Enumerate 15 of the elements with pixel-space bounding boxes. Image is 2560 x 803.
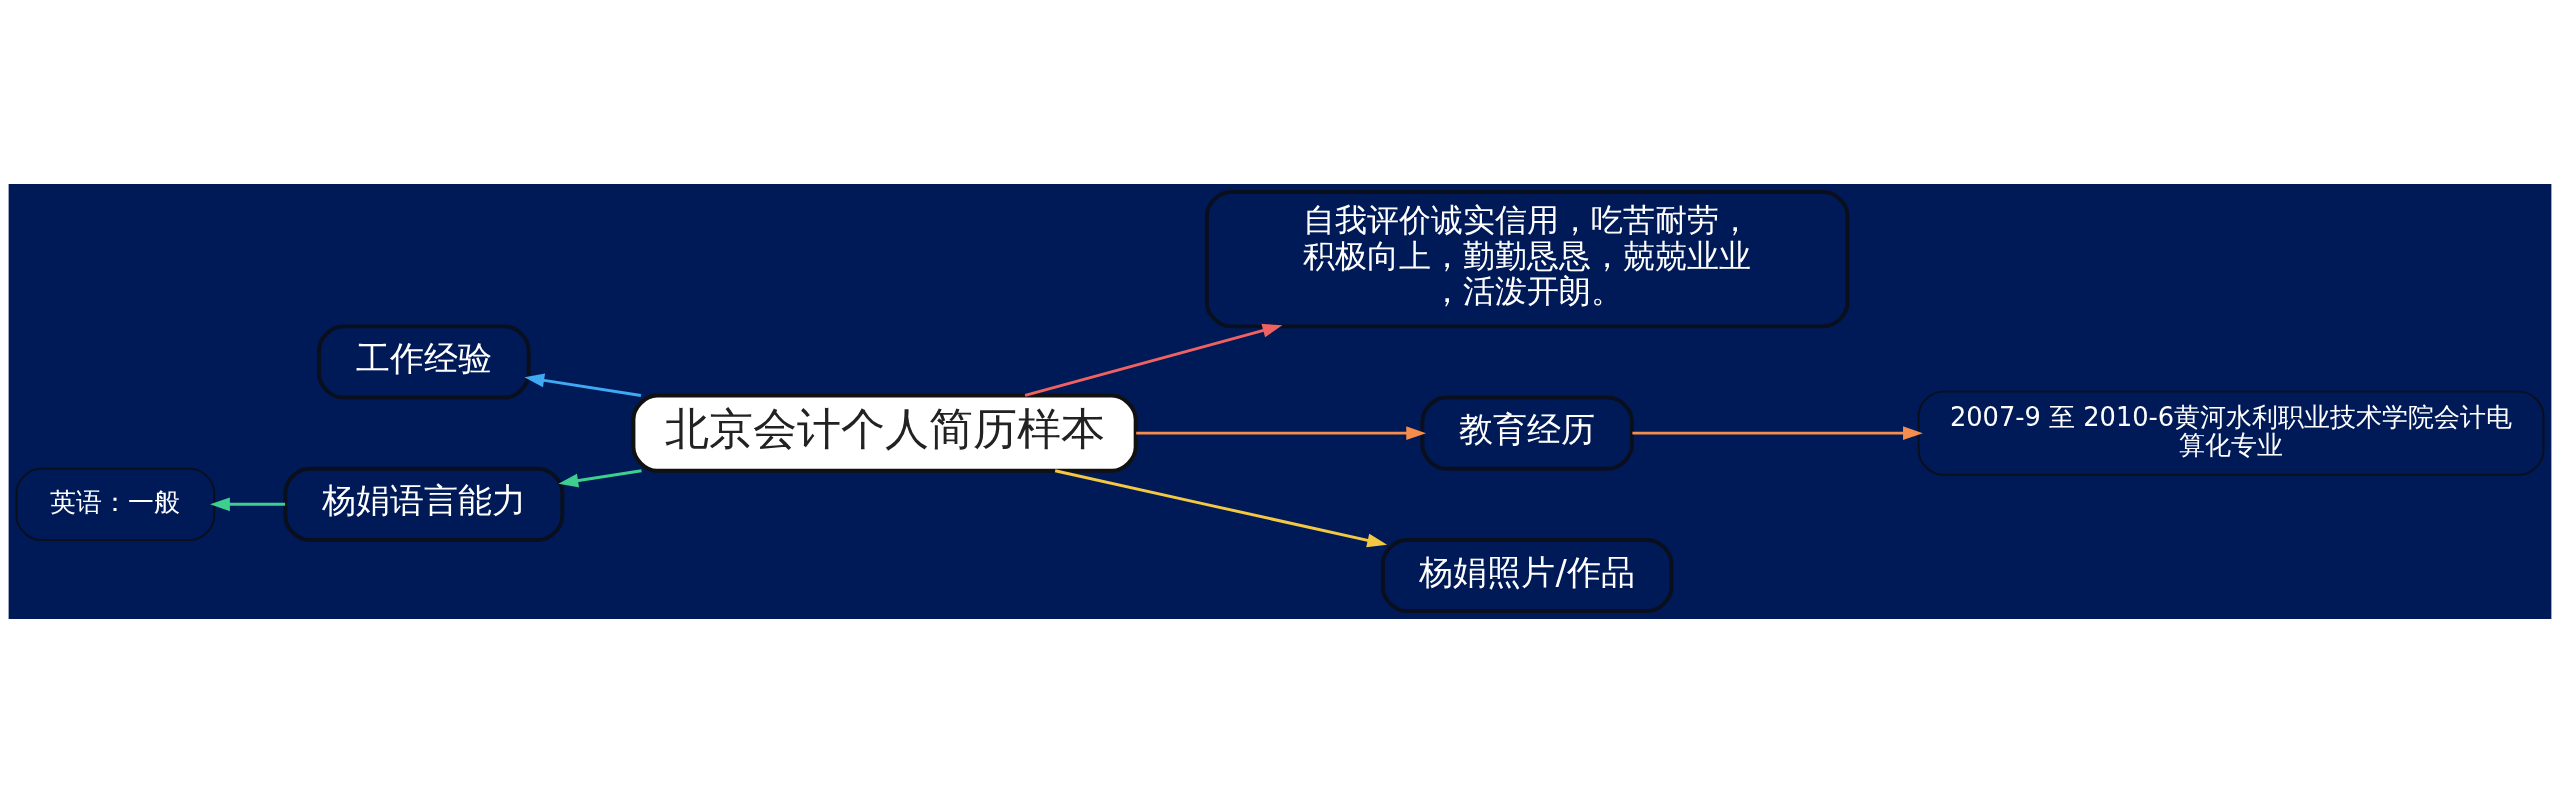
node-box: 教育经历 <box>1420 395 1634 471</box>
node-box: 工作经验 <box>317 324 531 400</box>
arrow <box>210 497 286 512</box>
arrow <box>1054 469 1388 548</box>
node-box: 英语：一般 <box>15 467 216 541</box>
arrow <box>558 469 642 488</box>
node-box: 杨娟照片/作品 <box>1380 537 1674 614</box>
node-box: 自我评价诚实信用，吃苦耐劳，积极向上，勤勤恳恳，兢兢业业，活泼开朗。 <box>1204 189 1850 329</box>
node-box: 北京会计个人简历样本 <box>631 393 1138 473</box>
arrow <box>524 373 642 397</box>
arrow <box>1136 426 1427 441</box>
node-box: 2007-9 至 2010-6黄河水利职业技术学院会计电算化专业 <box>1917 390 2545 476</box>
node-box: 杨娟语言能力 <box>283 466 565 542</box>
arrow <box>1024 323 1283 397</box>
arrow <box>1632 426 1923 441</box>
